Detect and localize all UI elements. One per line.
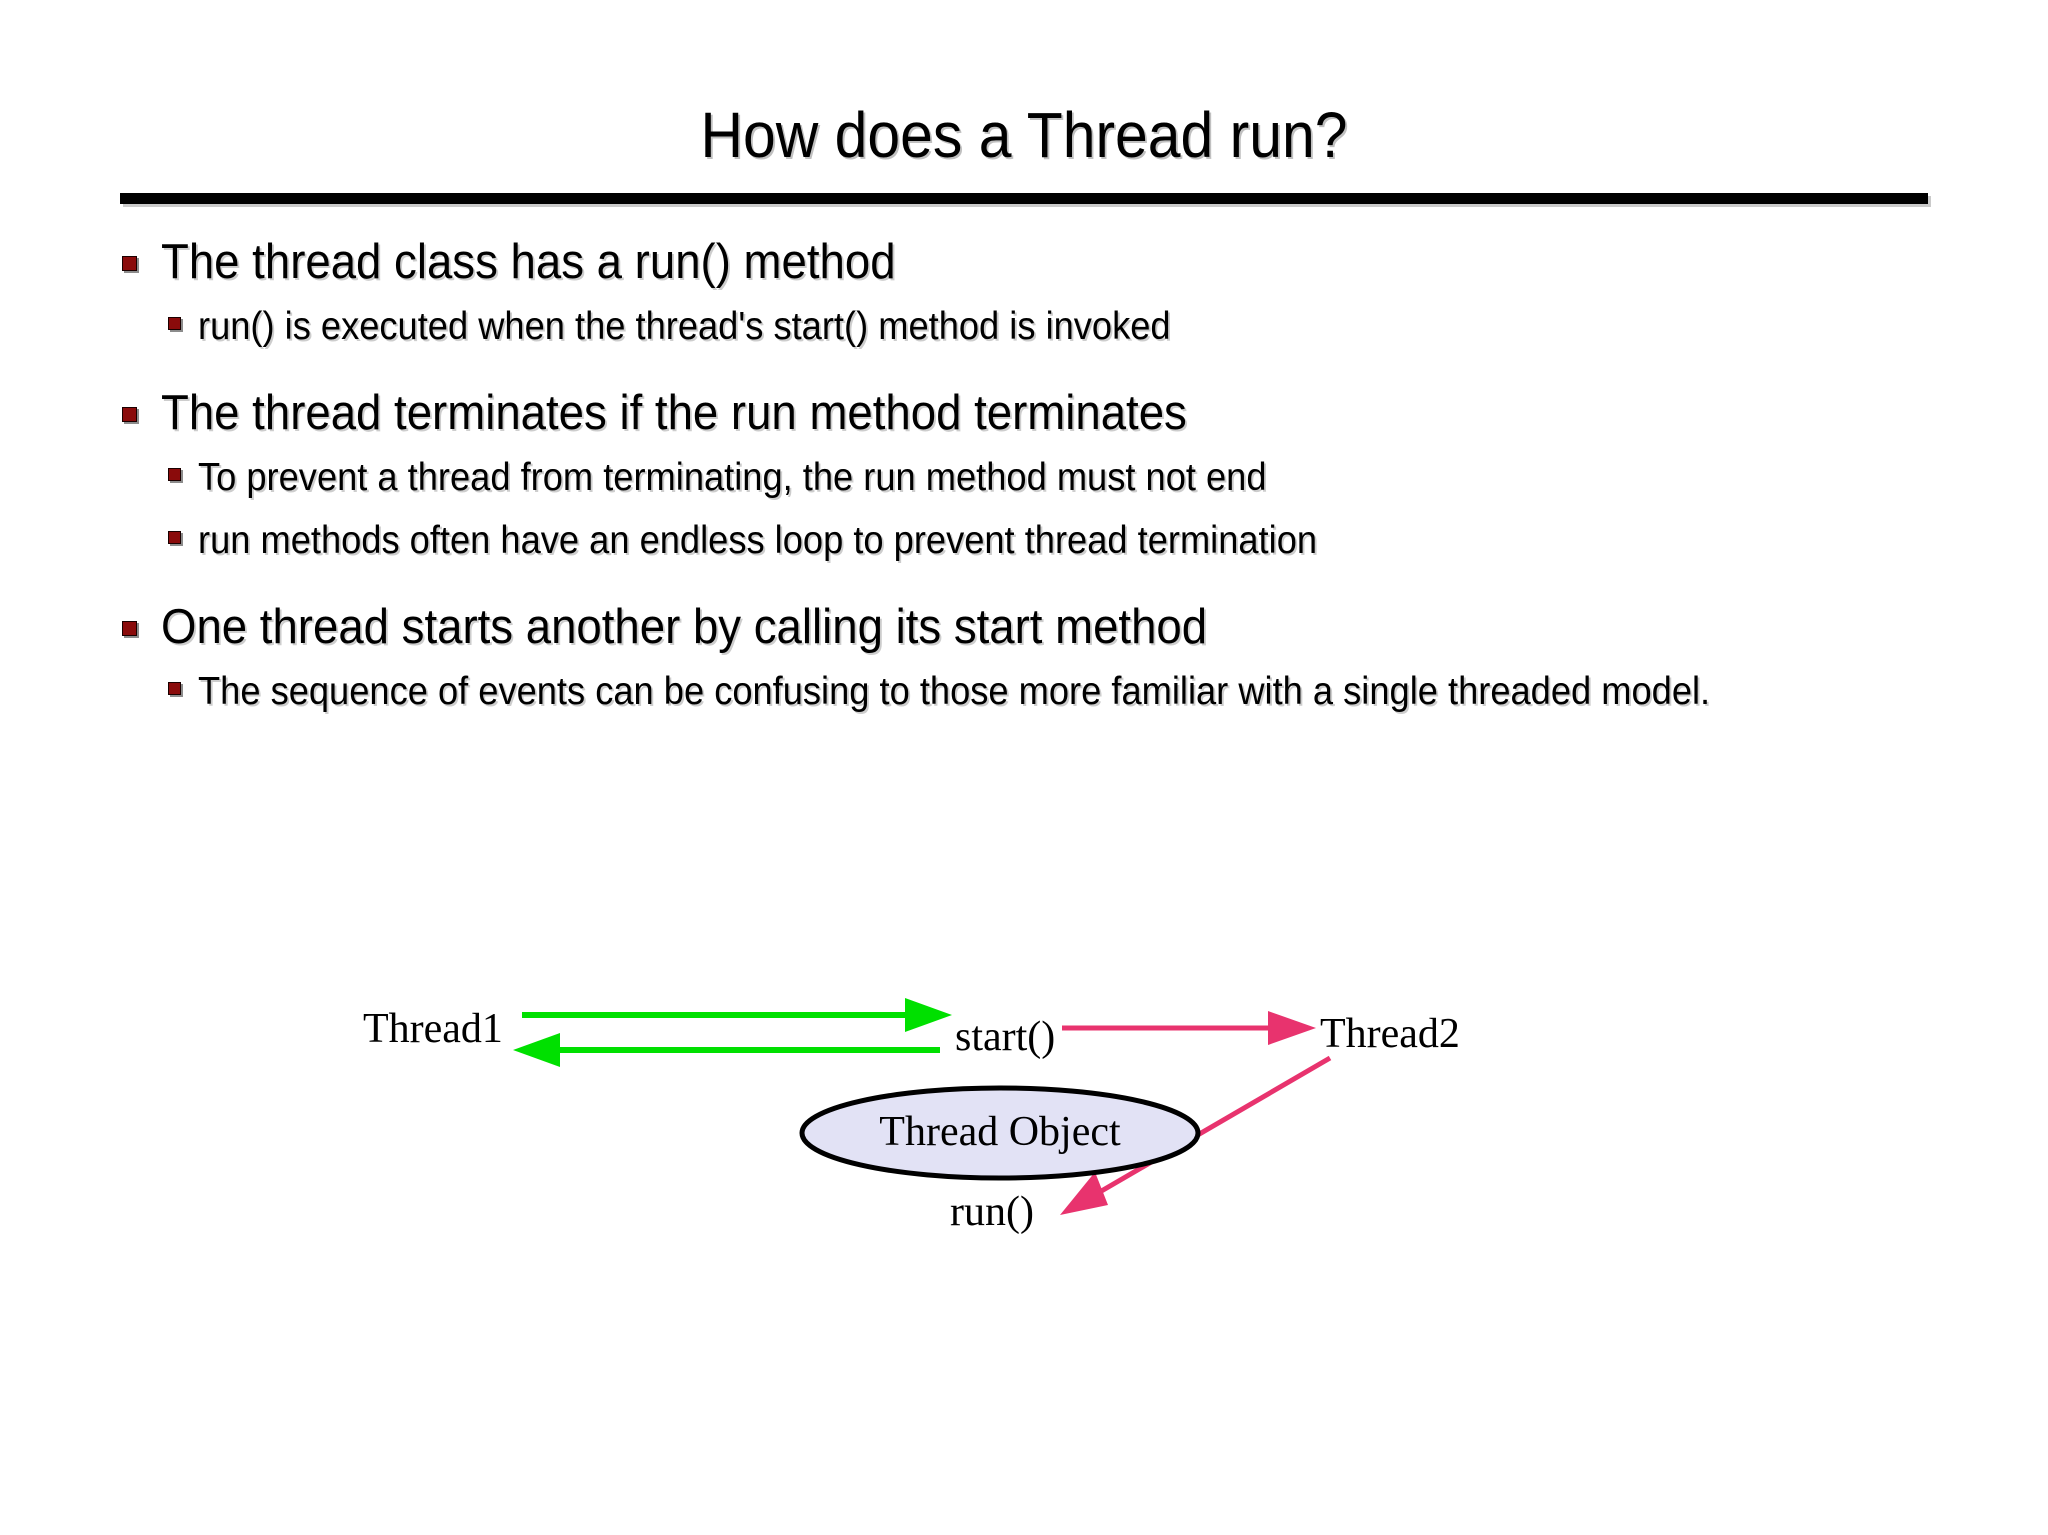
bullet-marker-icon [122,407,137,422]
bullet-item-level2: To prevent a thread from terminating, th… [110,447,1990,508]
bullet-group: One thread starts another by calling its… [110,597,1990,722]
bullet-text: To prevent a thread from terminating, th… [198,456,1267,499]
bullet-marker-icon [168,317,181,330]
bullet-text: One thread starts another by calling its… [161,600,1208,654]
bullet-text: run methods often have an endless loop t… [198,519,1318,562]
bullet-group: The thread class has a run() method run(… [110,232,1990,357]
bullet-item-level2: The sequence of events can be confusing … [110,661,1990,722]
slide-title: How does a Thread run? [700,99,1348,171]
bullet-content: The thread class has a run() method run(… [110,232,1990,748]
diagram-label-thread-object: Thread Object [879,1109,1121,1155]
diagram-label-start: start() [955,1014,1056,1060]
bullet-text: run() is executed when the thread's star… [198,305,1171,348]
bullet-item-level2: run methods often have an endless loop t… [110,510,1990,571]
bullet-marker-icon [168,531,181,544]
bullet-group: The thread terminates if the run method … [110,383,1990,571]
arrow-thread2-to-run-icon [1060,1055,1332,1215]
bullet-item-level1: One thread starts another by calling its… [110,597,1990,657]
diagram-label-thread2: Thread2 [1320,1011,1460,1057]
bullet-text: The sequence of events can be confusing … [198,670,1711,713]
title-divider [120,193,1928,204]
bullet-marker-icon [168,682,181,695]
arrow-start-to-thread1-icon [513,1033,940,1067]
bullet-item-level1: The thread class has a run() method [110,232,1990,292]
bullet-marker-icon [122,621,137,636]
diagram-label-run: run() [950,1189,1034,1235]
bullet-text: The thread terminates if the run method … [161,386,1187,440]
bullet-item-level1: The thread terminates if the run method … [110,383,1990,443]
arrow-start-to-thread2-icon [1062,1011,1316,1045]
bullet-item-level2: run() is executed when the thread's star… [110,296,1990,357]
thread-object-ellipse [799,1085,1201,1181]
bullet-marker-icon [168,468,181,481]
bullet-marker-icon [122,256,137,271]
diagram-label-thread1: Thread1 [363,1006,503,1052]
bullet-text: The thread class has a run() method [161,235,896,289]
thread-flow-diagram: Thread1 start() Thread2 Thread Object ru… [0,980,2048,1300]
arrow-thread1-to-start-icon [522,998,952,1032]
